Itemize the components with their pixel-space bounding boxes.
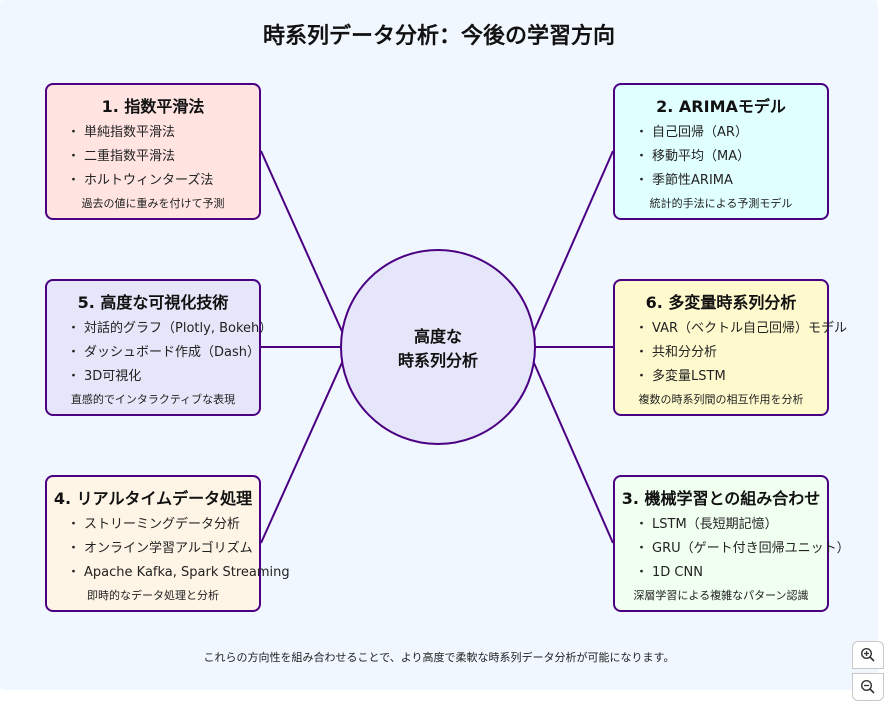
page-title: 時系列データ分析：今後の学習方向 bbox=[262, 24, 615, 49]
bullet: ・ bbox=[635, 149, 649, 164]
box-item: ・3D可視化 bbox=[67, 365, 141, 384]
diagram-canvas: 時系列データ分析：今後の学習方向 高度な 時系列分析 1. 指数平滑法 ・単純指… bbox=[0, 0, 878, 690]
box-item-text: 共和分分析 bbox=[652, 345, 718, 360]
box-item-text: GRU（ゲート付き回帰ユニット） bbox=[652, 541, 850, 556]
box-item-text: 移動平均（MA） bbox=[652, 149, 751, 164]
bullet: ・ bbox=[635, 321, 649, 336]
box-visualization: 5. 高度な可視化技術 ・対話的グラフ（Plotly, Bokeh） ・ダッシュ… bbox=[45, 279, 272, 416]
bullet: ・ bbox=[635, 541, 649, 556]
box-item: ・ダッシュボード作成（Dash） bbox=[67, 341, 260, 360]
box-title: 1. 指数平滑法 bbox=[101, 97, 205, 116]
zoom-out-icon bbox=[860, 679, 875, 694]
box-item: ・共和分分析 bbox=[635, 341, 717, 360]
box-title: 6. 多変量時系列分析 bbox=[645, 293, 797, 312]
box-item: ・移動平均（MA） bbox=[635, 145, 750, 164]
bullet: ・ bbox=[67, 369, 81, 384]
connector-lines bbox=[260, 150, 614, 544]
box-item: ・対話的グラフ（Plotly, Bokeh） bbox=[67, 317, 272, 336]
connector-box-1 bbox=[260, 150, 350, 348]
box-item-text: オンライン学習アルゴリズム bbox=[84, 541, 253, 556]
box-title: 4. リアルタイムデータ処理 bbox=[53, 489, 253, 508]
box-item: ・二重指数平滑法 bbox=[67, 145, 175, 164]
bullet: ・ bbox=[635, 565, 649, 580]
center-label-line1: 高度な bbox=[413, 327, 462, 346]
box-exponential-smoothing: 1. 指数平滑法 ・単純指数平滑法 ・二重指数平滑法 ・ホルトウィンターズ法 過… bbox=[45, 83, 261, 220]
zoom-in-icon bbox=[860, 647, 875, 662]
bullet: ・ bbox=[67, 517, 81, 532]
bullet: ・ bbox=[635, 369, 649, 384]
zoom-in-button[interactable] bbox=[852, 641, 884, 669]
box-item: ・ホルトウィンターズ法 bbox=[67, 169, 213, 188]
bullet: ・ bbox=[67, 565, 81, 580]
box-item-text: ストリーミングデータ分析 bbox=[84, 517, 241, 532]
box-item-text: 多変量LSTM bbox=[652, 369, 726, 384]
connector-box-3 bbox=[526, 346, 614, 544]
zoom-out-button[interactable] bbox=[852, 673, 884, 701]
bullet: ・ bbox=[67, 149, 81, 164]
box-item-text: Apache Kafka, Spark Streaming bbox=[84, 565, 290, 580]
bullet: ・ bbox=[67, 125, 81, 140]
box-note: 過去の値に重みを付けて予測 bbox=[81, 197, 225, 210]
connector-box-4 bbox=[260, 346, 350, 544]
bullet: ・ bbox=[67, 321, 81, 336]
bullet: ・ bbox=[67, 173, 81, 188]
bullet: ・ bbox=[635, 345, 649, 360]
box-item-text: 二重指数平滑法 bbox=[84, 149, 176, 164]
box-note: 即時的なデータ処理と分析 bbox=[87, 589, 219, 602]
box-note: 直感的でインタラクティブな表現 bbox=[70, 393, 236, 406]
box-machine-learning: 3. 機械学習との組み合わせ ・LSTM（長短期記憶） ・GRU（ゲート付き回帰… bbox=[613, 475, 850, 612]
box-title: 5. 高度な可視化技術 bbox=[77, 293, 229, 312]
box-note: 統計的手法による予測モデル bbox=[649, 197, 793, 210]
box-item: ・ストリーミングデータ分析 bbox=[67, 513, 240, 532]
box-title: 2. ARIMAモデル bbox=[656, 97, 786, 116]
bullet: ・ bbox=[635, 517, 649, 532]
connector-box-2 bbox=[526, 150, 614, 348]
footer-note: これらの方向性を組み合わせることで、より高度で柔軟な時系列データ分析が可能になり… bbox=[203, 651, 675, 664]
box-item: ・オンライン学習アルゴリズム bbox=[67, 537, 253, 556]
box-item-text: ホルトウィンターズ法 bbox=[84, 173, 214, 188]
box-item: ・Apache Kafka, Spark Streaming bbox=[67, 561, 290, 580]
box-item-text: 自己回帰（AR） bbox=[652, 125, 748, 140]
box-item-text: 季節性ARIMA bbox=[652, 173, 733, 188]
center-node: 高度な 時系列分析 bbox=[340, 249, 536, 445]
box-item: ・多変量LSTM bbox=[635, 365, 726, 384]
box-item: ・GRU（ゲート付き回帰ユニット） bbox=[635, 537, 850, 556]
box-note: 深層学習による複雑なパターン認識 bbox=[633, 589, 809, 602]
box-item-text: ダッシュボード作成（Dash） bbox=[84, 345, 261, 360]
box-item-text: 対話的グラフ（Plotly, Bokeh） bbox=[84, 321, 273, 336]
box-item: ・自己回帰（AR） bbox=[635, 121, 748, 140]
center-label-line2: 時系列分析 bbox=[397, 351, 478, 370]
bullet: ・ bbox=[67, 541, 81, 556]
box-note: 複数の時系列間の相互作用を分析 bbox=[638, 393, 804, 406]
box-item-text: 単純指数平滑法 bbox=[84, 125, 176, 140]
box-item: ・VAR（ベクトル自己回帰）モデル bbox=[635, 317, 847, 336]
bullet: ・ bbox=[635, 125, 649, 140]
bullet: ・ bbox=[67, 345, 81, 360]
box-title: 3. 機械学習との組み合わせ bbox=[621, 489, 821, 508]
box-item: ・1D CNN bbox=[635, 561, 703, 580]
box-item-text: 1D CNN bbox=[652, 565, 703, 580]
box-item-text: LSTM（長短期記憶） bbox=[652, 517, 778, 532]
box-item: ・LSTM（長短期記憶） bbox=[635, 513, 778, 532]
box-item: ・単純指数平滑法 bbox=[67, 121, 175, 140]
bullet: ・ bbox=[635, 173, 649, 188]
box-item-text: VAR（ベクトル自己回帰）モデル bbox=[652, 321, 848, 336]
box-item-text: 3D可視化 bbox=[84, 369, 142, 384]
box-realtime: 4. リアルタイムデータ処理 ・ストリーミングデータ分析 ・オンライン学習アルゴ… bbox=[45, 475, 290, 612]
box-arima: 2. ARIMAモデル ・自己回帰（AR） ・移動平均（MA） ・季節性ARIM… bbox=[613, 83, 829, 220]
box-multivariate: 6. 多変量時系列分析 ・VAR（ベクトル自己回帰）モデル ・共和分分析 ・多変… bbox=[613, 279, 847, 416]
box-item: ・季節性ARIMA bbox=[635, 169, 733, 188]
